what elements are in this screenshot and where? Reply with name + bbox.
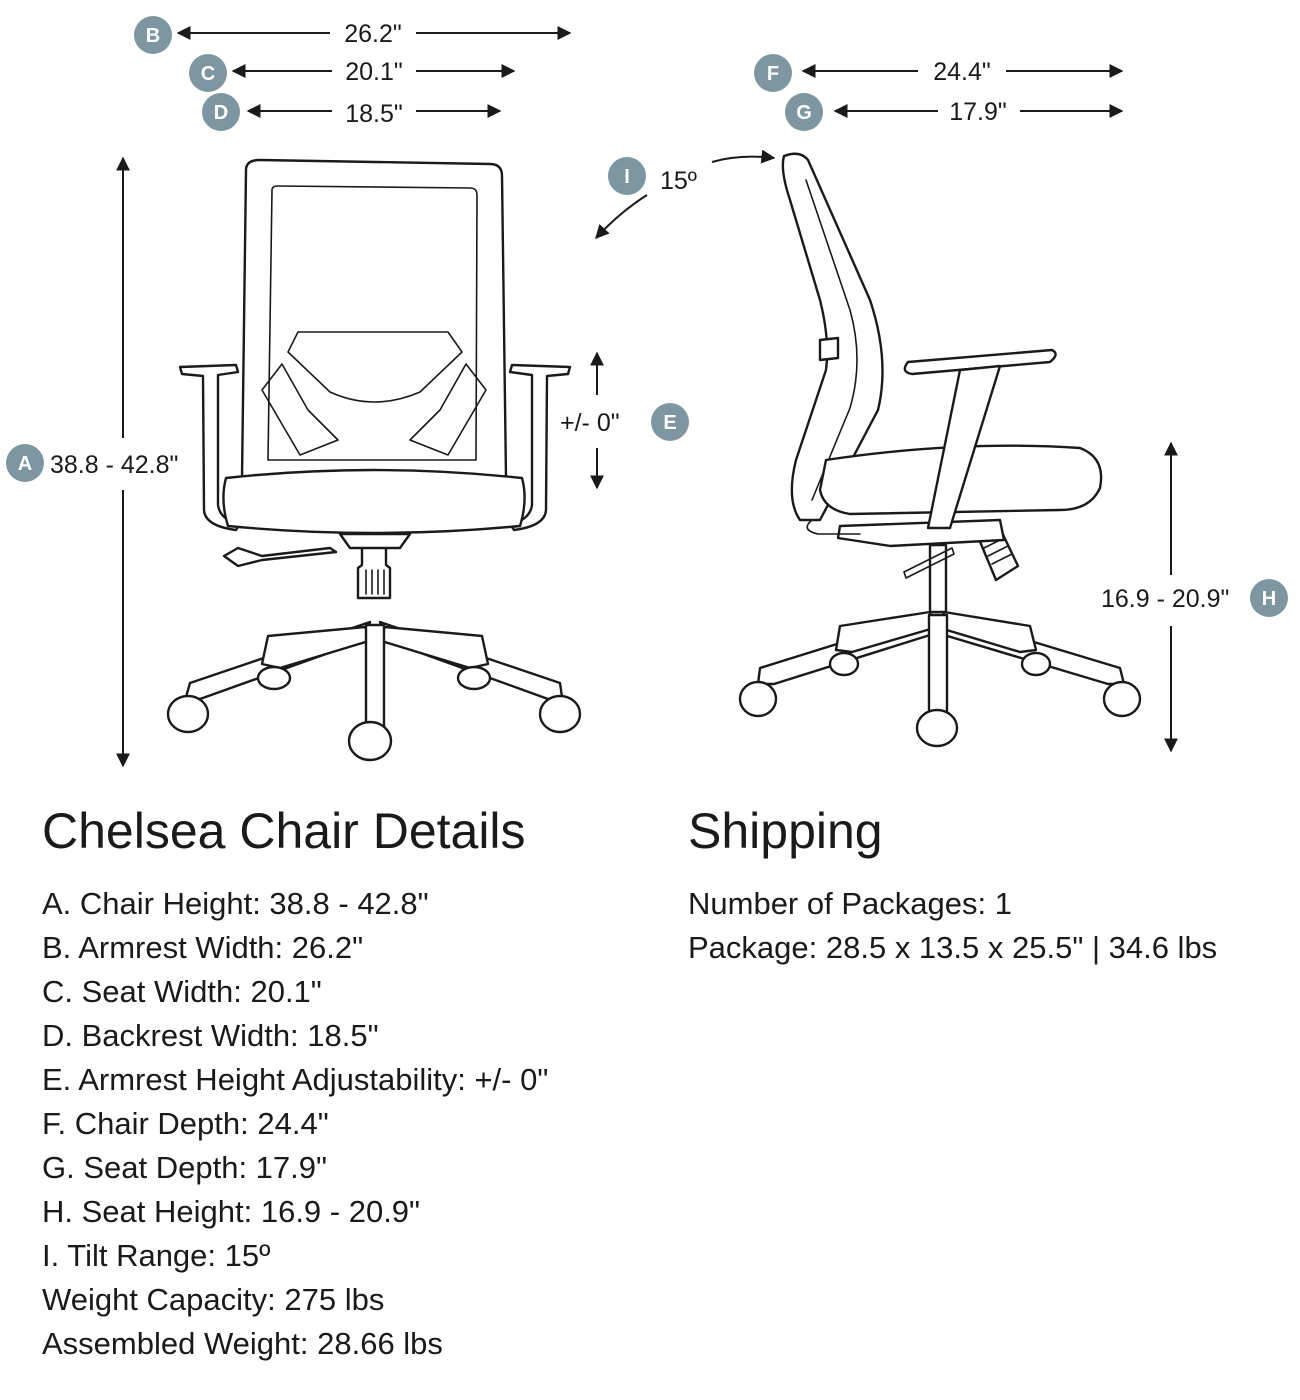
badge-e-letter: E [663, 412, 676, 434]
front-backrest-mesh-panel [267, 185, 478, 461]
front-gas-cylinder [356, 543, 392, 600]
details-spec-item: I. Tilt Range: 15º [42, 1238, 271, 1273]
dimension-f: F 24.4" [754, 54, 1124, 92]
details-spec-item: G. Seat Depth: 17.9" [42, 1150, 328, 1185]
dimension-g: G 17.9" [785, 93, 1124, 131]
side-armrest-post [926, 364, 1002, 530]
shipping-spec-item: Package: 28.5 x 13.5 x 25.5" | 34.6 lbs [688, 930, 1218, 965]
dimension-e: +/- 0" E [560, 351, 689, 490]
front-caster-right [538, 694, 582, 734]
shipping-title: Shipping [688, 803, 883, 859]
side-caster-center [915, 708, 959, 748]
badge-i-letter: I [624, 166, 630, 188]
side-backrest [781, 152, 884, 522]
chair-front-view [166, 158, 582, 762]
front-base-leg-back-left [260, 625, 374, 670]
badge-f [754, 54, 792, 92]
dimension-d: D 18.5" [202, 93, 502, 131]
badge-b [134, 16, 172, 54]
details-list: A. Chair Height: 38.8 - 42.8" B. Armrest … [42, 882, 548, 1366]
front-base-leg-center [364, 623, 386, 730]
details-spec-item: B. Armrest Width: 26.2" [42, 930, 364, 965]
side-back-support-arm [806, 519, 861, 535]
details-spec-item: D. Backrest Width: 18.5" [42, 1018, 379, 1053]
dimension-a-label: 38.8 - 42.8" [50, 451, 178, 479]
side-armrest [903, 348, 1057, 376]
tilt-arc-lower-arrow [595, 194, 648, 240]
shipping-spec-item: Number of Packages: 1 [688, 886, 1012, 921]
details-spec-item: A. Chair Height: 38.8 - 42.8" [42, 886, 429, 921]
front-backrest-rib-left [261, 363, 339, 456]
dimension-d-label: 18.5" [345, 100, 403, 128]
dimension-a: A 38.8 - 42.8" [6, 156, 178, 768]
details-spec-item: E. Armrest Height Adjustability: +/- 0" [42, 1062, 549, 1097]
front-base-leg-back-right [376, 625, 490, 670]
chair-side-view [738, 152, 1142, 748]
side-base-leg-center [927, 613, 949, 714]
chair-dimension-diagram: B 26.2" C 20.1" D 18.5" F 24.4" G 17.9" [6, 16, 1288, 768]
badge-g [785, 93, 823, 131]
details-spec-item: Assembled Weight: 28.66 lbs [42, 1326, 443, 1361]
dimension-i: I 15º [595, 149, 776, 240]
front-caster-center [347, 720, 393, 762]
front-seat-mechanism [338, 532, 412, 550]
badge-d [202, 93, 240, 131]
details-title: Chelsea Chair Details [42, 803, 526, 859]
front-tilt-lever [222, 546, 338, 568]
side-caster-back-right [1020, 651, 1052, 677]
front-cylinder-ridges [365, 569, 385, 595]
dimension-c: C 20.1" [189, 54, 516, 92]
side-caster-right [1102, 680, 1142, 718]
badge-h-letter: H [1262, 588, 1276, 610]
badge-d-letter: D [214, 102, 228, 124]
details-spec-item: C. Seat Width: 20.1" [42, 974, 322, 1009]
front-seat [222, 468, 526, 535]
badge-i [608, 157, 646, 195]
dimension-b: B 26.2" [134, 16, 572, 54]
front-backrest-rib-right [409, 363, 487, 456]
badge-g-letter: G [796, 102, 812, 124]
dimension-f-label: 24.4" [933, 58, 991, 86]
dimension-h: 16.9 - 20.9" H [1101, 441, 1288, 753]
shipping-list: Number of Packages: 1 Package: 28.5 x 13.… [688, 882, 1217, 970]
dimension-b-label: 26.2" [344, 20, 402, 48]
side-backrest-frame-line [805, 179, 858, 501]
front-caster-back-left [256, 665, 292, 691]
side-seat-mechanism [836, 518, 1006, 548]
side-caster-back-left [828, 651, 860, 677]
dimension-i-label: 15º [660, 167, 697, 195]
front-backrest [240, 158, 508, 480]
badge-c [189, 54, 227, 92]
front-lumbar-support [287, 331, 463, 403]
dimension-h-label: 16.9 - 20.9" [1101, 585, 1229, 613]
front-caster-left [166, 694, 210, 734]
side-height-lever [903, 547, 955, 579]
dimension-e-label: +/- 0" [560, 409, 620, 437]
badge-a [6, 444, 44, 482]
details-spec-item: H. Seat Height: 16.9 - 20.9" [42, 1194, 421, 1229]
dimension-c-label: 20.1" [345, 58, 403, 86]
badge-c-letter: C [201, 63, 215, 85]
side-caster-left [738, 680, 778, 718]
badge-h [1250, 579, 1288, 617]
badge-a-letter: A [18, 453, 32, 475]
details-spec-item: Weight Capacity: 275 lbs [42, 1282, 385, 1317]
badge-b-letter: B [146, 25, 160, 47]
side-lumbar-knob [818, 336, 840, 362]
badge-f-letter: F [767, 63, 779, 85]
badge-e [651, 403, 689, 441]
front-caster-back-right [456, 665, 492, 691]
side-gas-cylinder [928, 543, 948, 614]
details-spec-item: F. Chair Depth: 24.4" [42, 1106, 329, 1141]
tilt-arc-upper-arrow [711, 149, 776, 164]
dimension-g-label: 17.9" [949, 98, 1007, 126]
